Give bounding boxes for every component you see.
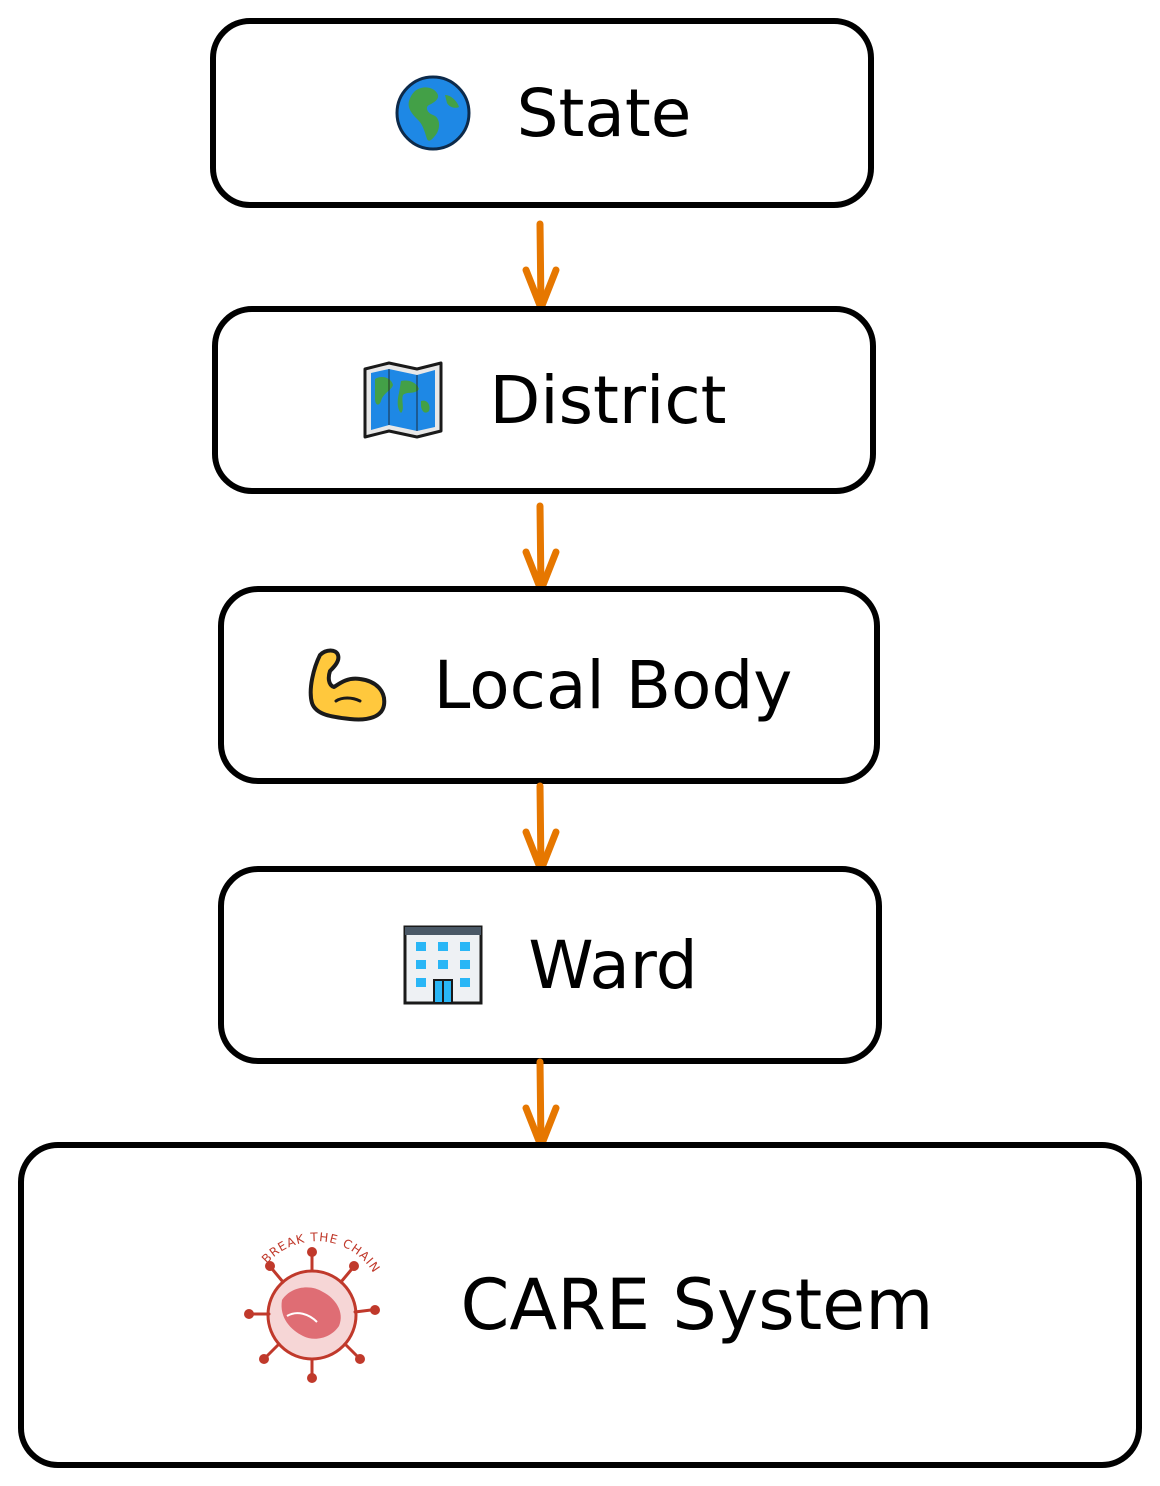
ward-label: Ward (528, 926, 698, 1004)
arrow-shaft (536, 220, 545, 312)
arrow-state-to-district (522, 220, 560, 312)
break-the-chain-logo: BREAK THE CHAIN (243, 1230, 383, 1383)
state-label: State (516, 74, 692, 152)
state-node: State (210, 18, 874, 208)
flexed-biceps-icon (308, 648, 386, 722)
arrow-localbody-to-ward (522, 782, 560, 874)
office-building-icon (403, 925, 483, 1005)
care-system-label: CARE System (460, 1264, 934, 1346)
district-label: District (489, 361, 727, 439)
local-body-label: Local Body (433, 646, 793, 724)
ward-node: Ward (218, 866, 882, 1064)
local-body-node: Local Body (218, 586, 880, 784)
arrow-shaft (536, 502, 545, 594)
arrow-shaft (536, 1058, 545, 1150)
globe-americas-icon (395, 75, 471, 151)
district-node: District (212, 306, 876, 494)
svg-text:BREAK THE CHAIN: BREAK THE CHAIN (259, 1230, 383, 1275)
arrow-district-to-localbody (522, 502, 560, 594)
arrow-ward-to-care (522, 1058, 560, 1150)
care-system-node: BREAK THE CHAIN CARE System (18, 1142, 1142, 1468)
world-map-icon (363, 361, 443, 439)
arrow-shaft (536, 782, 545, 874)
